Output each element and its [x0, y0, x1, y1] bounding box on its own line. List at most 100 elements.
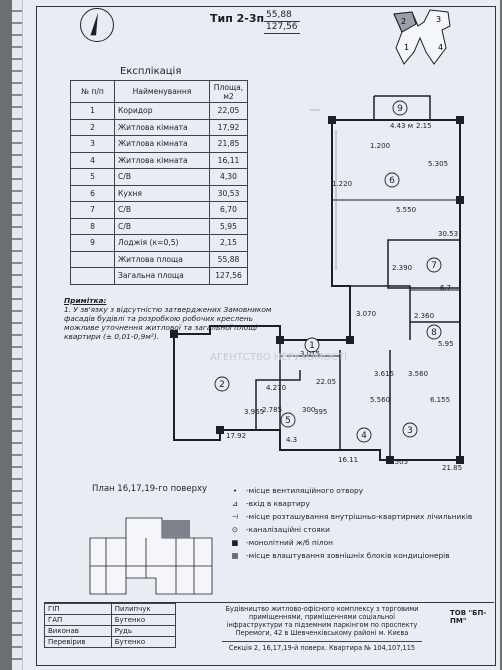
project-description: Будівництво житлово-офісного комплексу з…	[225, 605, 419, 637]
keyplan-section-4: 4	[438, 43, 443, 52]
signature-name: Бутенко	[110, 614, 177, 626]
legend-text: -монолітний ж/б пілон	[246, 538, 334, 547]
room-number-marker: 5	[280, 412, 296, 428]
total-area-value: 127,56	[264, 22, 300, 34]
dimension-label: 3.965	[244, 408, 264, 416]
room-area: 127,56	[209, 267, 248, 285]
area-summary: 55,88 127,56	[264, 10, 300, 34]
svg-text:9: 9	[397, 104, 403, 114]
svg-text:3: 3	[407, 426, 413, 436]
dimension-label: 1.220	[332, 180, 352, 188]
dimension-label: 300	[302, 406, 315, 414]
signature-role: ГАП	[44, 614, 112, 626]
legend-text: -місце влаштування зовнішніх блоків конд…	[246, 551, 450, 560]
room-area: 5,95	[209, 217, 248, 235]
col-area: Площа, м2	[209, 80, 248, 103]
svg-text:2: 2	[219, 380, 225, 390]
legend-item: •-місце вентиляційного отвору	[228, 486, 472, 495]
legend-symbol-icon: ▦	[231, 551, 239, 560]
legend-item: ⊿ -вхід в квартиру	[228, 499, 472, 508]
explication-title: Експлікація	[120, 66, 182, 77]
room-number-marker: 4	[356, 427, 372, 443]
dimension-label: 3.015	[300, 350, 320, 358]
svg-text:7: 7	[431, 261, 437, 271]
dimension-label: 4.3	[286, 436, 297, 444]
notes-block: Примітка: 1. У зв'язку з відсутністю зат…	[64, 296, 274, 341]
svg-text:4: 4	[361, 431, 367, 441]
legend-symbol-icon: ⊣	[231, 512, 239, 521]
legend-text: -каналізаційні стояки	[246, 525, 330, 534]
row-number	[70, 250, 115, 268]
room-number-marker: 7	[426, 257, 442, 273]
row-number: 2	[70, 118, 115, 136]
room-number-marker: 8	[426, 324, 442, 340]
row-number	[70, 267, 115, 285]
dimension-label: 5.95	[438, 340, 454, 348]
signature-role: ГІП	[44, 603, 112, 615]
dimension-label: 30.53	[438, 230, 458, 238]
dimension-label: 22.05	[316, 378, 336, 386]
row-number: 3	[70, 135, 115, 153]
signature-role: Виконав	[44, 625, 112, 637]
legend: •-місце вентиляційного отвору ⊿ -вхід в кв…	[228, 486, 473, 564]
legend-item: ⊙ -каналізаційні стояки	[228, 525, 472, 534]
room-number-marker: 6	[384, 172, 400, 188]
dimension-label: 3.070	[356, 310, 376, 318]
row-number: 4	[70, 151, 115, 169]
signature-role: Перевірив	[44, 636, 112, 648]
room-number-marker: 2	[214, 376, 230, 392]
floor-key-plan	[89, 517, 213, 595]
legend-text: -вхід в квартиру	[246, 499, 310, 508]
room-number-marker: 1	[304, 337, 320, 353]
legend-item: ▦ -місце влаштування зовнішніх блоків кон…	[228, 551, 472, 560]
signature-name: Пилипчук	[110, 603, 177, 615]
keyplan-section-2: 2	[401, 17, 406, 26]
dimension-label: 5.560	[370, 396, 390, 404]
svg-text:5: 5	[285, 416, 291, 426]
notes-heading: Примітка:	[64, 296, 107, 305]
north-arrow-icon	[80, 8, 114, 42]
explication-header-row: № п/п Найменування Площа, м2	[70, 80, 248, 103]
svg-text:8: 8	[431, 328, 437, 338]
dimension-label: 395	[314, 408, 327, 416]
signature-name: Рудь	[110, 625, 177, 637]
legend-symbol-icon: ⊿	[231, 499, 239, 508]
dimension-label: 21.85	[442, 464, 462, 472]
keyplan-section-3: 3	[436, 15, 441, 24]
dimension-label: 6.7	[440, 284, 451, 292]
watermark-text: АГЕНТСТВО НЕРУХОМОСТІ	[210, 352, 347, 363]
dimension-label: 3.615	[374, 370, 394, 378]
sheet-description: Секція 2, 16,17,19-й поверх. Квартира № …	[222, 641, 422, 652]
dimension-label: 1.505	[388, 458, 408, 466]
dimension-label: 2.390	[392, 264, 412, 272]
row-number: 9	[70, 234, 115, 252]
legend-symbol-icon: ■	[231, 538, 239, 547]
svg-text:1: 1	[309, 341, 315, 351]
dimension-label: 5.550	[396, 206, 416, 214]
section-key-plan: 2 3 1 4	[393, 9, 451, 65]
row-number: 6	[70, 184, 115, 202]
notes-text: 1. У зв'язку з відсутністю затверджених …	[64, 305, 272, 341]
legend-symbol-icon: ⊙	[231, 525, 239, 534]
dimension-label: 2.360	[414, 312, 434, 320]
row-number: 1	[70, 102, 115, 120]
binder-holes	[12, 0, 22, 670]
room-number-marker: 3	[402, 422, 418, 438]
apartment-type-title: Тип 2-3п	[210, 12, 265, 25]
living-area-value: 55,88	[264, 10, 300, 22]
